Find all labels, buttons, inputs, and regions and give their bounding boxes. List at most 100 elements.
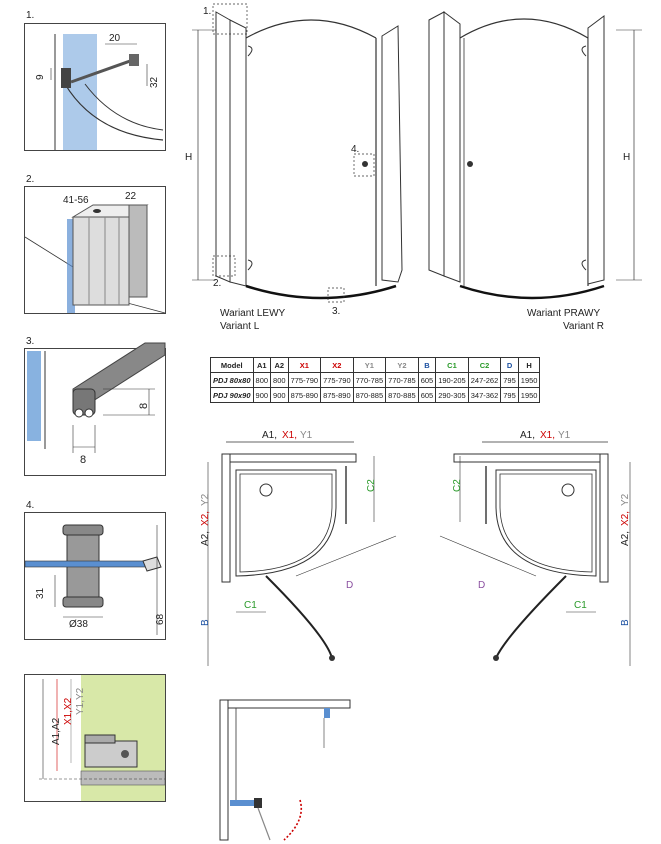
spec-value-cell: 900 <box>252 387 272 403</box>
spec-value-cell: 347-362 <box>467 387 502 403</box>
h-label-left: H <box>185 152 192 163</box>
spec-header-cell: X1 <box>287 357 322 373</box>
plan-left-y2: Y2 <box>200 493 211 506</box>
spec-value-cell: 770-785 <box>385 372 419 388</box>
detail-4-drawing: 31 Ø38 68 <box>24 524 166 635</box>
plan-right-c1: C1 <box>574 600 587 611</box>
elevation-drawing: H H 1. 2. 3. 4. <box>185 3 642 317</box>
detail-2-number: 2. <box>26 174 35 185</box>
spec-value-cell: 1950 <box>517 372 541 388</box>
plan-left-c2: C2 <box>366 479 377 492</box>
spec-model-cell: PDJ 80x80 <box>210 372 254 388</box>
plan-right-y2: Y2 <box>620 493 631 506</box>
detail-1-number: 1. <box>26 10 35 21</box>
spec-value-cell: 875-890 <box>320 387 354 403</box>
detail-1-dim-9: 9 <box>35 74 46 80</box>
plan-right-b: B <box>620 619 631 626</box>
spec-value-cell: 875-890 <box>287 387 322 403</box>
detail-5-panel: A1,A2 X1,X2 Y1,Y2 <box>24 674 166 802</box>
spec-header-cell: X2 <box>320 357 354 373</box>
callout-2: 2. <box>213 278 221 289</box>
spec-value-cell: 795 <box>500 372 519 388</box>
callout-4: 4. <box>351 144 359 155</box>
detail-3-drawing: 8 8 <box>27 342 166 466</box>
plan-drawing: A1, X1, Y1 A2, X2, Y2 B C1 C2 D A1, X1, … <box>200 430 631 666</box>
detail-1-dim-32: 32 <box>149 76 160 88</box>
spec-value-cell: 190-205 <box>435 372 469 388</box>
spec-value-cell: 1950 <box>517 387 541 403</box>
detail-3-panel: 8 8 <box>24 342 166 476</box>
callout-1: 1. <box>203 6 211 17</box>
spec-header-cell: C1 <box>435 357 469 373</box>
detail-5-dim-a: A1,A2 <box>51 717 62 745</box>
spec-value-cell: 795 <box>500 387 519 403</box>
spec-header-cell: Y2 <box>385 357 419 373</box>
detail-2-panel: 41-56 22 <box>24 186 166 314</box>
detail-4-dim-31: 31 <box>35 587 46 599</box>
spec-value-cell: 770-785 <box>352 372 387 388</box>
variant-right-line2: Variant R <box>563 321 604 332</box>
spec-value-cell: 870-885 <box>352 387 387 403</box>
detail-5-dim-y: Y1,Y2 <box>75 687 86 715</box>
plan-right-d: D <box>478 580 485 591</box>
plan-right-x1: X1, <box>540 430 555 441</box>
spec-header-cell: A1 <box>252 357 272 373</box>
detail-1-drawing: 20 9 32 <box>35 33 164 150</box>
plan-left-a2: A2, <box>200 531 211 546</box>
spec-value-cell: 605 <box>417 372 437 388</box>
plan-left-x2: X2, <box>200 511 211 526</box>
spec-value-cell: 870-885 <box>385 387 419 403</box>
detail-2-dim-41-56: 41-56 <box>63 195 89 206</box>
plan-left-b: B <box>200 619 211 626</box>
spec-header-cell: A2 <box>270 357 289 373</box>
plan-right-a1: A1, <box>520 430 535 441</box>
plan-right-a2: A2, <box>620 531 631 546</box>
detail-3-number: 3. <box>26 336 35 347</box>
plan-left-x1: X1, <box>282 430 297 441</box>
spec-value-cell: 775-790 <box>287 372 322 388</box>
detail-4-panel: 31 Ø38 68 <box>24 512 166 640</box>
plan-left-d: D <box>346 580 353 591</box>
spec-value-cell: 775-790 <box>320 372 354 388</box>
variant-left-line2: Variant L <box>220 321 260 332</box>
spec-value-cell: 800 <box>270 372 289 388</box>
detail-2-drawing: 41-56 22 <box>24 191 166 314</box>
plan-right-c2: C2 <box>452 479 463 492</box>
variant-left-line1: Wariant LEWY <box>220 308 286 319</box>
spec-header-cell: B <box>417 357 437 373</box>
detail-3-dim-8-right: 8 <box>138 403 150 409</box>
detail-5-dim-x: X1,X2 <box>63 697 74 725</box>
callout-3: 3. <box>332 306 340 317</box>
h-label-right: H <box>623 152 630 163</box>
detail-3-dim-8-bottom: 8 <box>80 454 86 466</box>
spec-header-cell: H <box>517 357 541 373</box>
spec-value-cell: 605 <box>417 387 437 403</box>
plan-left-c1: C1 <box>244 600 257 611</box>
spec-value-cell: 800 <box>252 372 272 388</box>
detail-2-dim-22: 22 <box>125 191 137 202</box>
spec-model-cell: PDJ 90x90 <box>210 387 254 403</box>
plan-right-x2: X2, <box>620 511 631 526</box>
variant-right-line1: Wariant PRAWY <box>527 308 601 319</box>
detail-5-drawing: A1,A2 X1,X2 Y1,Y2 <box>39 675 166 801</box>
spec-value-cell: 290-305 <box>435 387 469 403</box>
detail-4-dim-38: Ø38 <box>69 619 88 630</box>
spec-value-cell: 900 <box>270 387 289 403</box>
spec-header-cell: Model <box>210 357 254 373</box>
detail-1-panel: 20 9 32 <box>24 23 166 151</box>
detail-4-dim-68: 68 <box>155 613 166 625</box>
spec-header-cell: Y1 <box>352 357 387 373</box>
spec-header-cell: C2 <box>467 357 502 373</box>
detail-4-number: 4. <box>26 500 35 511</box>
detail-1-dim-20: 20 <box>109 33 121 44</box>
plan-right-y1: Y1 <box>558 430 571 441</box>
spec-value-cell: 247-262 <box>467 372 502 388</box>
section-detail-drawing <box>219 699 351 841</box>
spec-header-cell: D <box>500 357 519 373</box>
plan-left-y1: Y1 <box>300 430 313 441</box>
plan-left-a1: A1, <box>262 430 277 441</box>
